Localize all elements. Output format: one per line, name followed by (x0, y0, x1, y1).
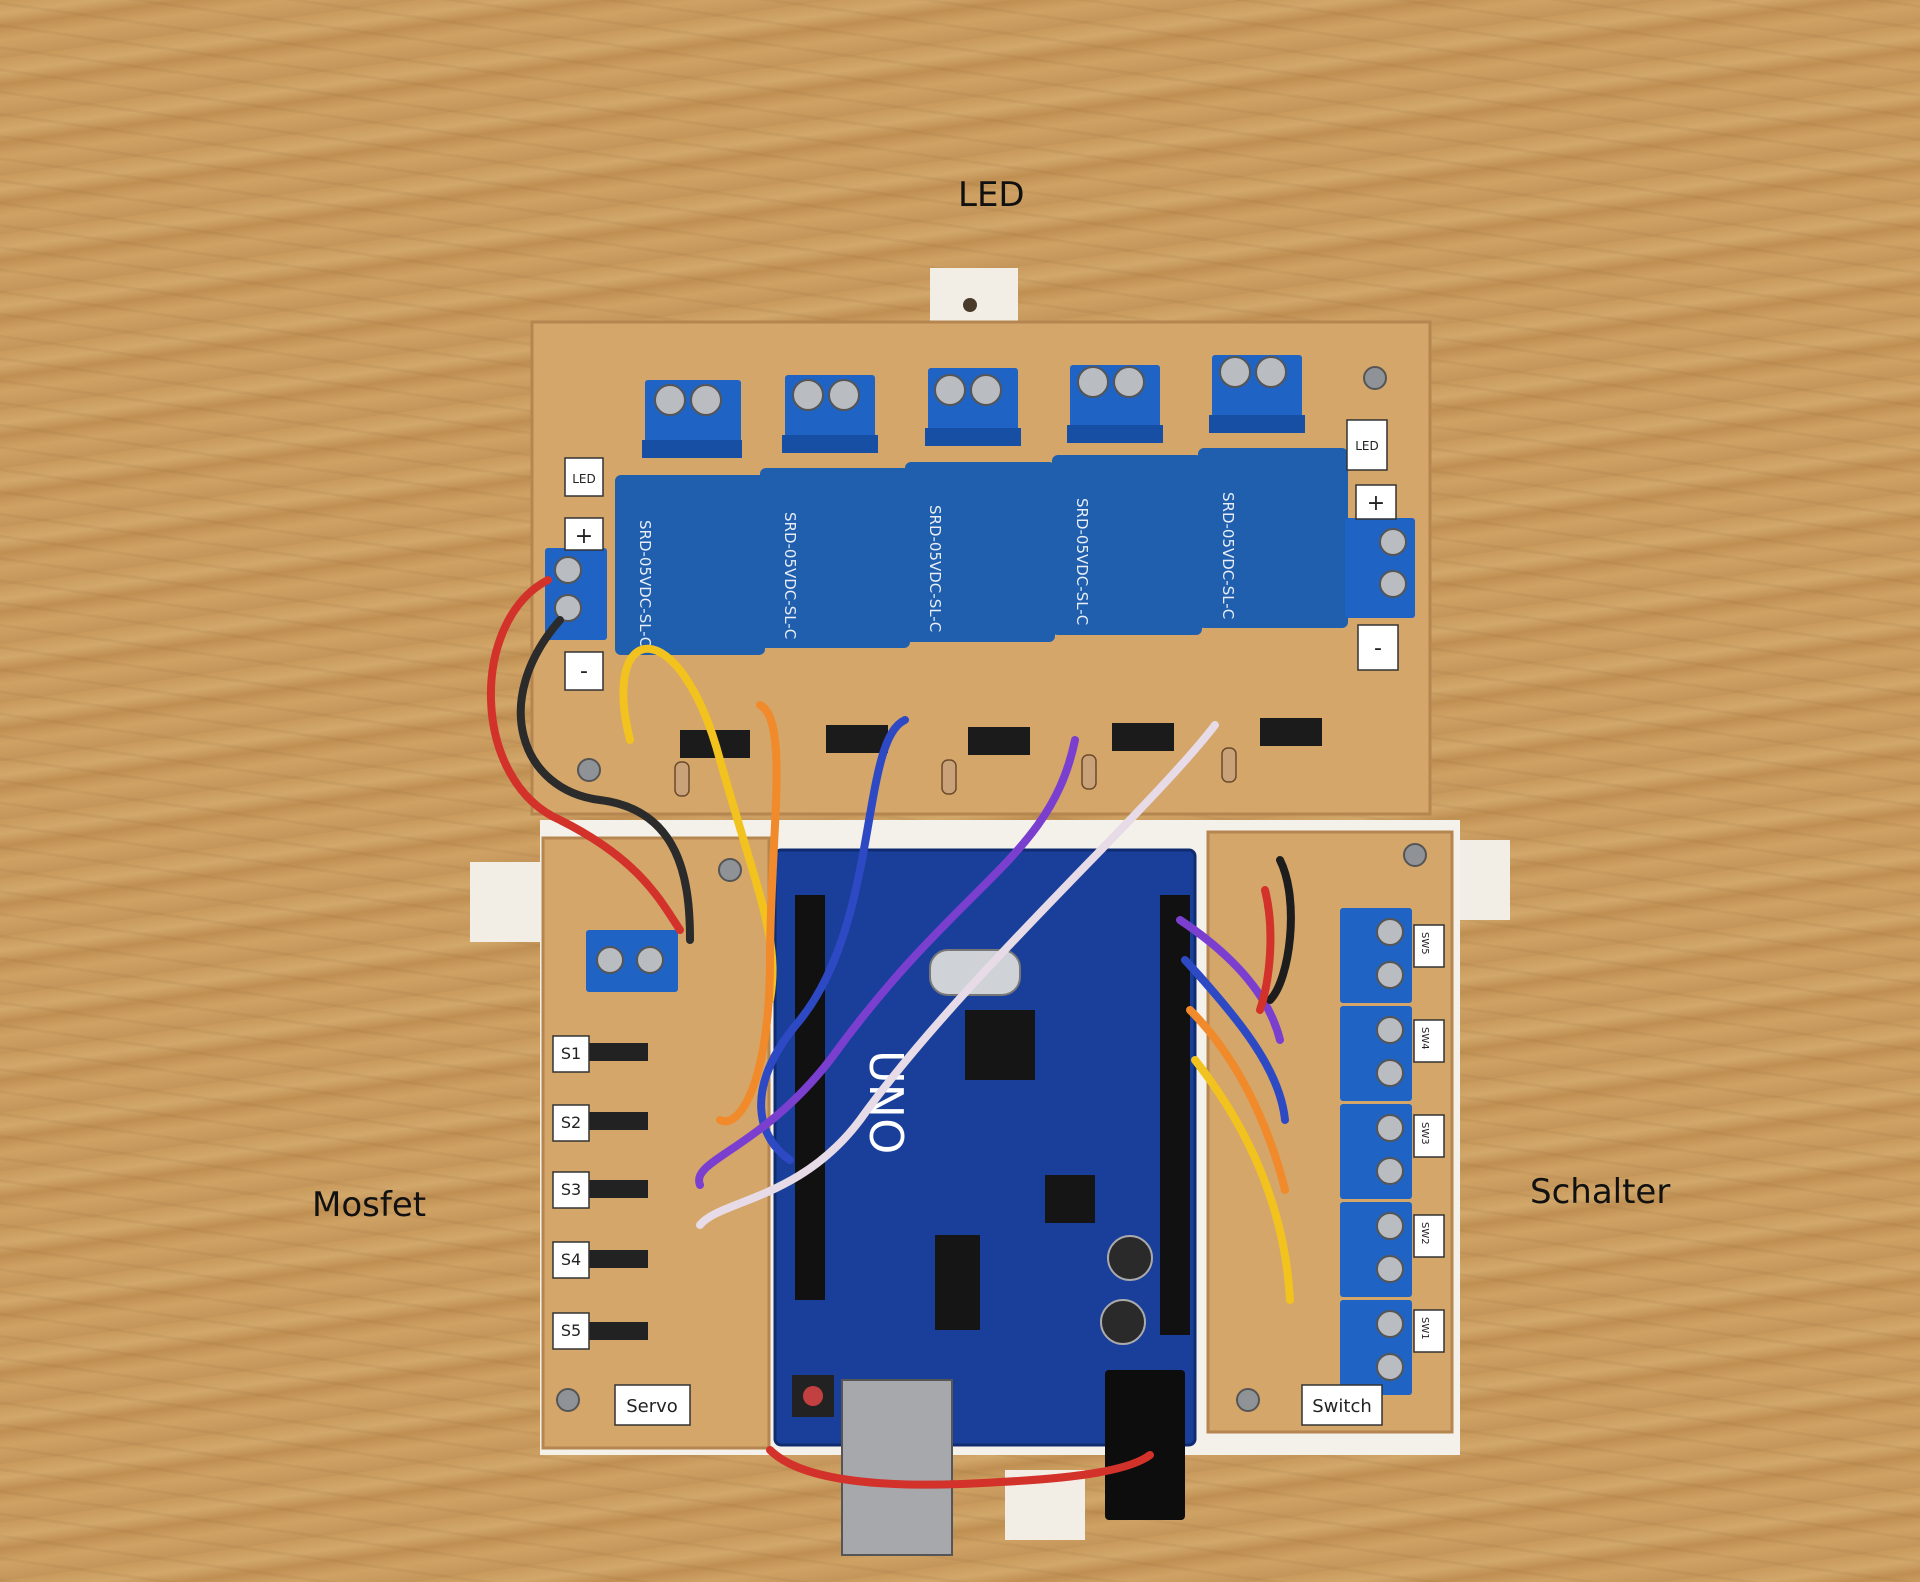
led-tag-left-text: LED (572, 472, 596, 486)
resistors (674, 747, 1237, 797)
relay-text-5: SRD-05VDC-SL-C (1219, 492, 1237, 619)
led-tag-right (1346, 419, 1388, 471)
servo-pin-s4: S4 (561, 1250, 581, 1269)
led-label: LED (958, 175, 1025, 215)
power-terminal-right (1345, 518, 1415, 618)
servo-pin-s2: S2 (561, 1113, 581, 1132)
led-tag-right-text: LED (1355, 439, 1379, 453)
dc-jack (1105, 1370, 1185, 1520)
svg-text:Servo: Servo (626, 1396, 678, 1417)
schalter-label: Schalter (1530, 1172, 1671, 1212)
mosfet-label: Mosfet (312, 1185, 427, 1225)
switch-pin-sw4: SW4 (1419, 1027, 1430, 1050)
switch-tag (1301, 1384, 1383, 1426)
servo-pin-s5: S5 (561, 1321, 581, 1340)
jumper-wires (486, 576, 1295, 1489)
led-terminal-blocks (642, 355, 1305, 458)
relay-text-4: SRD-05VDC-SL-C (1073, 498, 1091, 625)
mount-tab-left (470, 862, 540, 942)
servo-power-terminal (586, 930, 678, 992)
svg-text:-: - (1374, 636, 1382, 661)
relay-text-1: SRD-05VDC-SL-C (636, 520, 654, 647)
svg-text:Switch: Switch (1312, 1396, 1372, 1417)
servo-tag (614, 1384, 691, 1426)
relays (615, 448, 1348, 655)
relay-text-3: SRD-05VDC-SL-C (926, 505, 944, 632)
servo-pin-s1: S1 (561, 1044, 581, 1063)
svg-text:+: + (575, 524, 593, 549)
servo-pin-s3: S3 (561, 1180, 581, 1199)
led-tag-left (564, 457, 604, 497)
svg-text:-: - (580, 659, 588, 684)
switch-pin-sw2: SW2 (1419, 1222, 1430, 1245)
switch-pin-sw1: SW1 (1419, 1317, 1430, 1340)
usb-b-port (841, 1379, 953, 1556)
switch-pin-sw5: SW5 (1419, 932, 1430, 955)
svg-text:+: + (1367, 491, 1385, 516)
relay-text-2: SRD-05VDC-SL-C (781, 512, 799, 639)
servo-pin-headers (588, 1043, 648, 1340)
switch-pin-sw3: SW3 (1419, 1122, 1430, 1145)
atmega-chip (965, 1010, 1035, 1080)
